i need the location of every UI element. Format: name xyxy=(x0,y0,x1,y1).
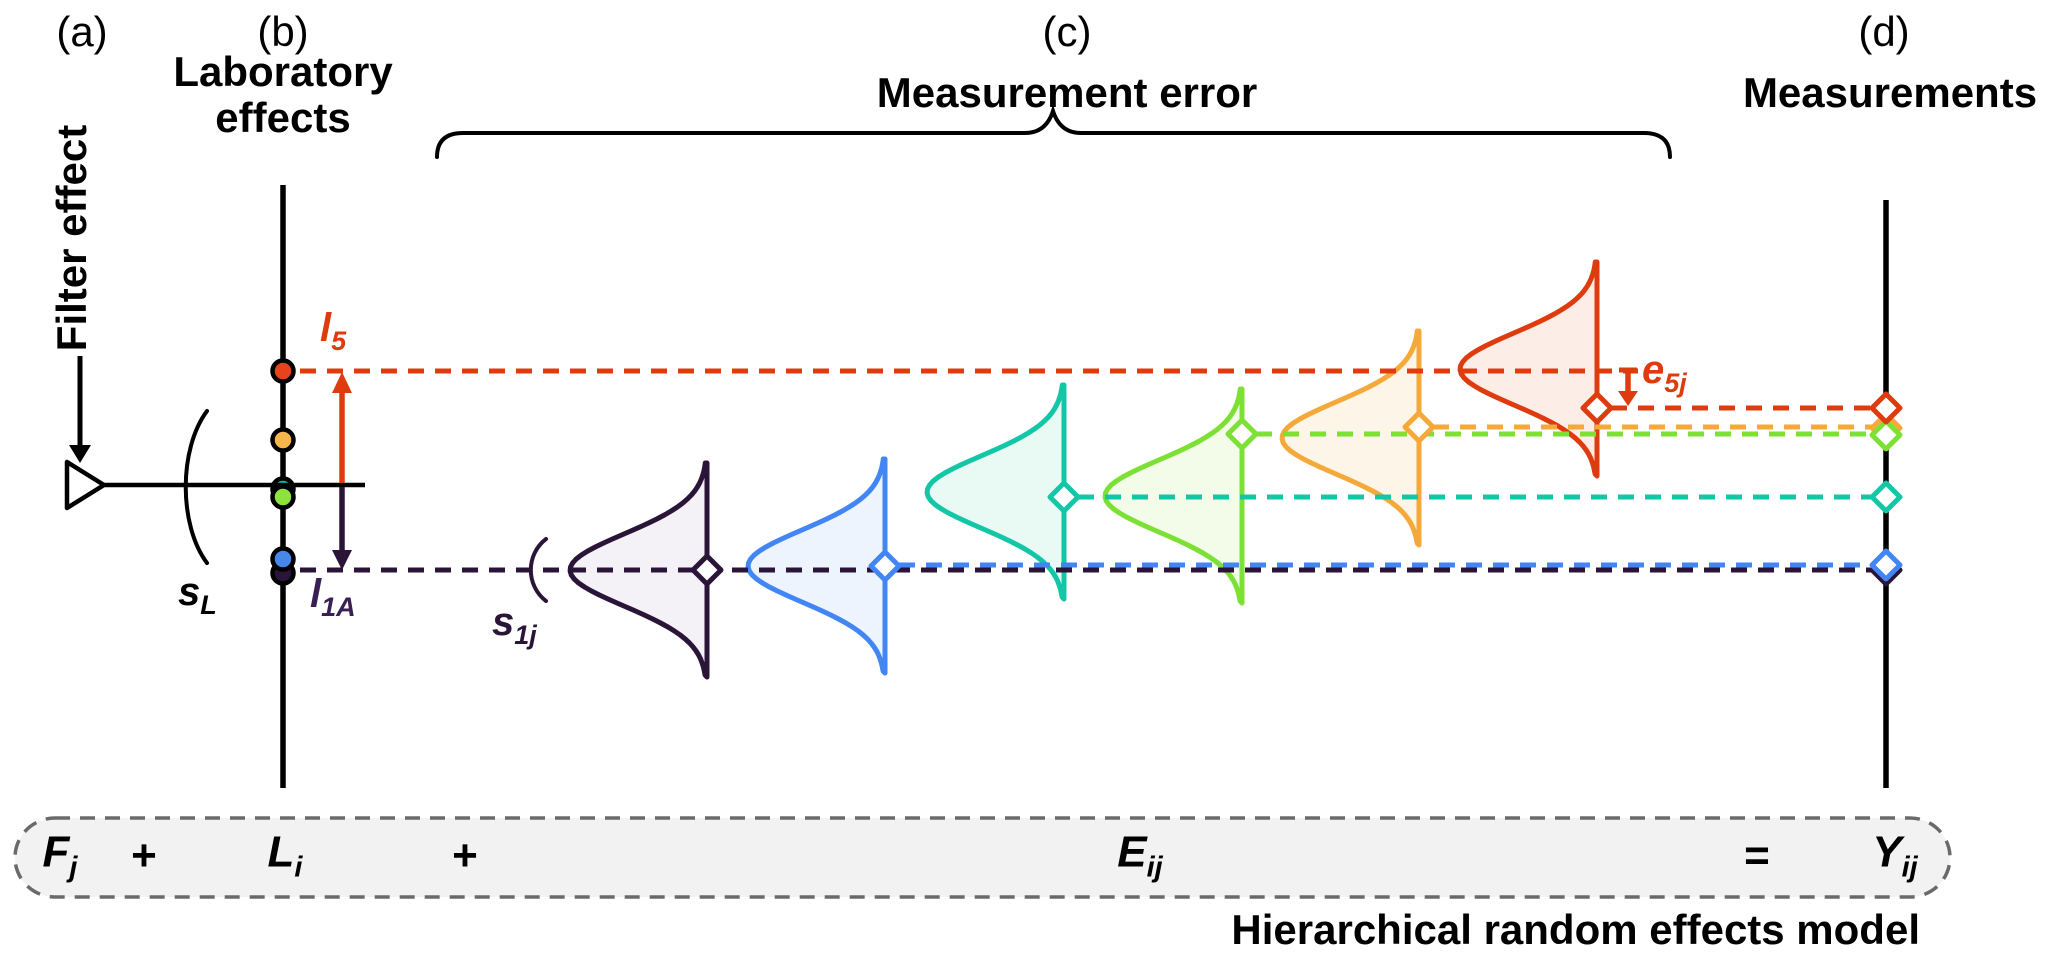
l1A-offset-arrow-head xyxy=(332,550,352,570)
lab-dot-blue xyxy=(270,546,296,572)
label-e5j: e5j xyxy=(1642,348,1687,398)
measurement-error-title: Measurement error xyxy=(876,69,1258,116)
formula-pill xyxy=(13,816,1952,899)
lab-dot-amber xyxy=(270,427,296,453)
error-bell-lab1B xyxy=(745,456,888,676)
filter-triangle-icon xyxy=(64,459,107,511)
formula-term-Fj: Fj xyxy=(42,827,78,884)
formula-term-Yij: Yij xyxy=(1872,827,1918,884)
label-s1j: s1j xyxy=(492,600,537,650)
s1j-spread-paren xyxy=(528,537,548,603)
sL-spread-paren xyxy=(183,409,209,565)
formula-equals: = xyxy=(1744,831,1770,880)
lab-dot-green xyxy=(270,484,296,510)
label-l5: l5 xyxy=(320,306,347,356)
formula-term-Li: Li xyxy=(267,827,303,884)
measurements-title: Measurements xyxy=(1742,69,2038,116)
error-bell-lab3-draw-diamond xyxy=(1225,417,1259,451)
error-bell-lab1B-draw-diamond xyxy=(868,549,902,583)
measurement-error-brace xyxy=(435,104,1672,159)
error-bell-lab4 xyxy=(1279,328,1422,548)
formula-term-Eij: Eij xyxy=(1117,827,1163,884)
error-bell-lab4-draw-diamond xyxy=(1402,410,1436,444)
panel-tag-a: (a) xyxy=(56,8,108,55)
e5j-error-arrow-head xyxy=(1618,391,1638,406)
error-bell-lab1A-draw-diamond xyxy=(690,553,724,587)
filter-effect-arrowhead-icon xyxy=(69,445,91,463)
measurement-diamond-teal xyxy=(1869,480,1903,514)
panel-tag-b: (b) xyxy=(257,8,309,55)
laboratory-effects-title: Laboratory effects xyxy=(173,48,393,141)
error-bell-lab5-draw-diamond xyxy=(1580,391,1614,425)
panel-tag-d: (d) xyxy=(1858,8,1910,55)
label-sL: sL xyxy=(178,570,217,620)
error-bell-lab2 xyxy=(924,382,1067,602)
model-caption: Hierarchical random effects model xyxy=(1231,906,1920,953)
error-bell-lab2-draw-diamond xyxy=(1047,480,1081,514)
formula-plus-1: + xyxy=(131,831,157,880)
lab-dot-red xyxy=(270,358,296,384)
filter-effect-title: Filter effect xyxy=(48,124,95,352)
formula-plus-2: + xyxy=(452,831,478,880)
panel-tag-c: (c) xyxy=(1042,8,1092,55)
measurement-diamond-red xyxy=(1869,391,1903,425)
measurement-diamond-blue xyxy=(1869,548,1903,582)
label-l1A: l1A xyxy=(310,572,356,622)
measurement-diamond-green xyxy=(1869,418,1903,452)
l5-offset-arrow-head xyxy=(332,372,352,393)
